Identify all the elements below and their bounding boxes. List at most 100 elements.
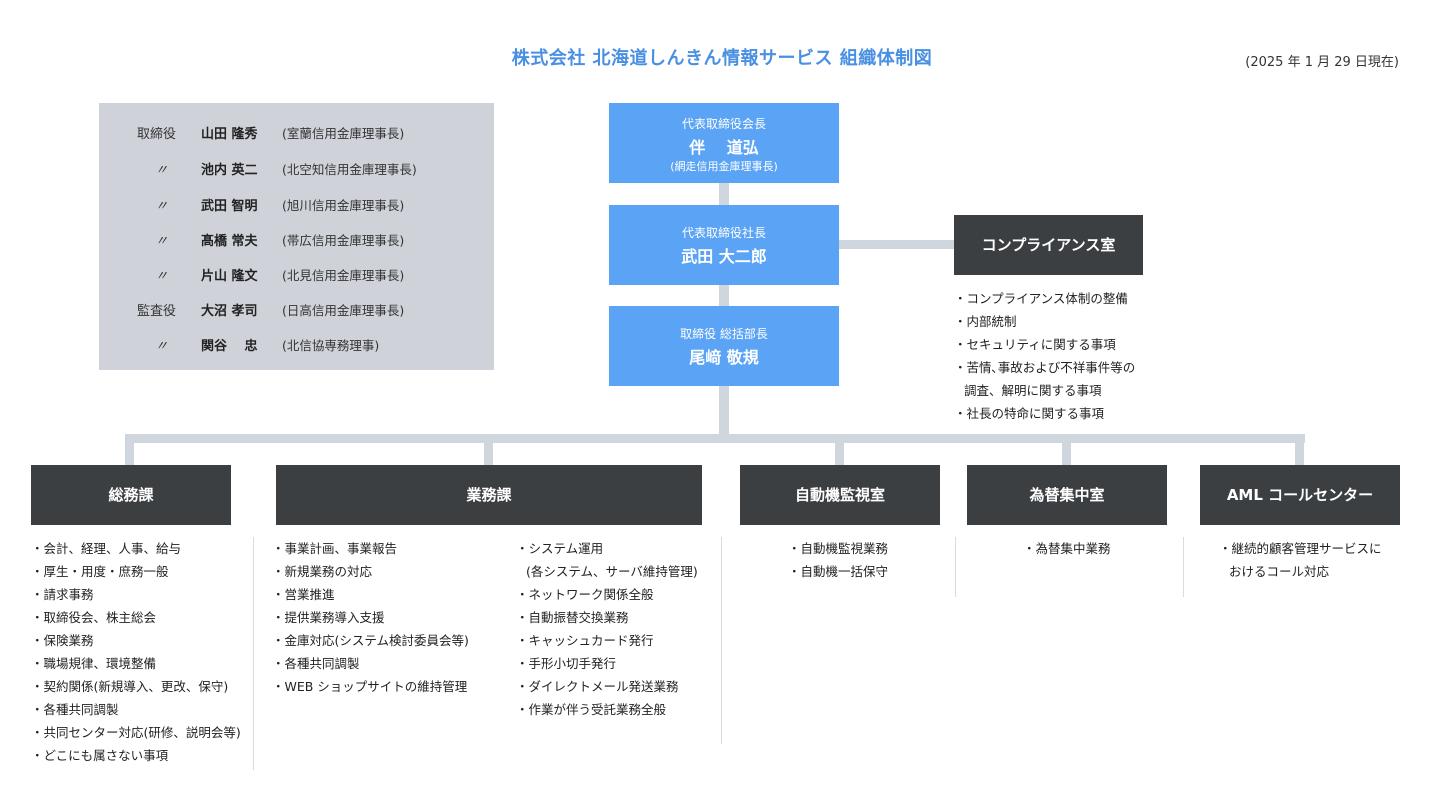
list-item: ・作業が伴う受託業務全般 xyxy=(516,702,667,717)
somu-section-box: 総務課 xyxy=(31,465,231,525)
director-role: 監査役 xyxy=(137,304,177,319)
atm-monitoring-box: 自動機監視室 xyxy=(740,465,940,525)
list-item: ・どこにも属さない事項 xyxy=(31,748,169,763)
director-name: 関谷 忠 xyxy=(201,339,258,354)
list-item: ・契約関係(新規導入、更改、保守) xyxy=(31,679,229,694)
compliance-duties-list: ・コンプライアンス体制の整備 ・内部統制 ・セキュリティに関する事項 ・苦情､事… xyxy=(954,287,1135,425)
column-divider xyxy=(955,537,956,597)
atm-duties-list: ・自動機監視業務 ・自動機一括保守 xyxy=(788,537,888,583)
list-item: ・ネットワーク関係全般 xyxy=(516,587,654,602)
kawase-center-box: 為替集中室 xyxy=(967,465,1167,525)
list-item: ・ダイレクトメール発送業務 xyxy=(516,679,679,694)
chairman-box: 代表取締役会長 伴 道弘 (網走信用金庫理事長) xyxy=(609,103,839,183)
somu-duties-list: ・会計、経理、人事、給与 ・厚生・用度・庶務一般 ・請求事務 ・取締役会、株主総… xyxy=(31,537,241,767)
director-role: 〃 xyxy=(155,163,169,178)
director-row: 〃 髙橋 常夫 (帯広信用金庫理事長) xyxy=(99,230,494,250)
list-item: ・共同センター対応(研修、説明会等) xyxy=(31,725,241,740)
list-item: 調査、解明に関する事項 xyxy=(964,383,1102,398)
aml-call-center-box: AML コールセンター xyxy=(1200,465,1400,525)
director-affiliation: (室蘭信用金庫理事長) xyxy=(282,126,405,141)
director-row: 〃 関谷 忠 (北信協専務理事) xyxy=(99,335,494,355)
president-title: 代表取締役社長 xyxy=(681,226,766,240)
gyomu-duties-list-right: ・システム運用 (各システム、サーバ維持管理) ・ネットワーク関係全般 ・自動振… xyxy=(516,537,698,721)
list-item: ・継続的顧客管理サービスに xyxy=(1219,541,1382,556)
chairman-name: 伴 道弘 xyxy=(689,138,759,157)
list-item: ・内部統制 xyxy=(954,314,1017,329)
list-item: ・WEB ショップサイトの維持管理 xyxy=(272,679,468,694)
list-item: ・為替集中業務 xyxy=(1023,541,1111,556)
column-divider xyxy=(721,537,722,744)
director-role: 〃 xyxy=(155,234,169,249)
list-item: ・職場規律、環境整備 xyxy=(31,656,157,671)
list-item: ・取締役会、株主総会 xyxy=(31,610,157,625)
column-divider xyxy=(253,537,254,770)
director-name: 髙橋 常夫 xyxy=(201,234,258,249)
director-row: 〃 武田 智明 (旭川信用金庫理事長) xyxy=(99,195,494,215)
list-item: ・自動機監視業務 xyxy=(788,541,889,556)
list-item: ・保険業務 xyxy=(31,633,94,648)
list-item: ・厚生・用度・庶務一般 xyxy=(31,564,169,579)
connector-gyomu xyxy=(484,434,493,466)
gyomu-duties-list-left: ・事業計画、事業報告 ・新規業務の対応 ・営業推進 ・提供業務導入支援 ・金庫対… xyxy=(272,537,469,698)
director-name: 山田 隆秀 xyxy=(201,127,258,142)
list-item: おけるコール対応 xyxy=(1229,564,1330,579)
list-item: ・営業推進 xyxy=(272,587,335,602)
general-manager-box: 取締役 総括部長 尾﨑 敬規 xyxy=(609,306,839,386)
connector-compliance xyxy=(839,240,954,249)
connector-kawase xyxy=(1062,434,1071,466)
list-item: ・各種共同調製 xyxy=(31,702,119,717)
director-row: 〃 片山 隆文 (北見信用金庫理事長) xyxy=(99,265,494,285)
connector-somu xyxy=(125,434,134,466)
director-affiliation: (日高信用金庫理事長) xyxy=(282,303,405,318)
directors-panel: 取締役 山田 隆秀 (室蘭信用金庫理事長) 〃 池内 英二 (北空知信用金庫理事… xyxy=(99,103,494,370)
director-role: 〃 xyxy=(155,199,169,214)
director-role: 〃 xyxy=(155,269,169,284)
director-row: 取締役 山田 隆秀 (室蘭信用金庫理事長) xyxy=(99,123,494,143)
list-item: ・コンプライアンス体制の整備 xyxy=(954,291,1128,306)
general-manager-title: 取締役 総括部長 xyxy=(680,327,768,341)
list-item: ・セキュリティに関する事項 xyxy=(954,337,1116,352)
list-item: ・会計、経理、人事、給与 xyxy=(31,541,182,556)
kawase-duties-list: ・為替集中業務 xyxy=(1023,537,1111,560)
director-affiliation: (旭川信用金庫理事長) xyxy=(282,198,405,213)
list-item: ・請求事務 xyxy=(31,587,94,602)
director-row: 〃 池内 英二 (北空知信用金庫理事長) xyxy=(99,159,494,179)
director-affiliation: (北空知信用金庫理事長) xyxy=(282,162,417,177)
column-divider xyxy=(1183,537,1184,597)
list-item: ・自動機一括保守 xyxy=(788,564,889,579)
as-of-date: (2025 年 1 月 29 日現在) xyxy=(1245,55,1399,70)
director-row: 監査役 大沼 孝司 (日高信用金庫理事長) xyxy=(99,300,494,320)
list-item: ・金庫対応(システム検討委員会等) xyxy=(272,633,469,648)
compliance-office-box: コンプライアンス室 xyxy=(954,215,1143,275)
director-role: 取締役 xyxy=(137,127,177,142)
connector-aml xyxy=(1295,434,1304,466)
list-item: ・新規業務の対応 xyxy=(272,564,373,579)
list-item: (各システム、サーバ維持管理) xyxy=(526,564,698,579)
director-name: 池内 英二 xyxy=(201,163,258,178)
list-item: ・自動振替交換業務 xyxy=(516,610,629,625)
list-item: ・社長の特命に関する事項 xyxy=(954,406,1105,421)
list-item: ・システム運用 xyxy=(516,541,604,556)
gyomu-section-box: 業務課 xyxy=(276,465,702,525)
chairman-title: 代表取締役会長 xyxy=(681,117,766,131)
list-item: ・各種共同調製 xyxy=(272,656,360,671)
director-name: 武田 智明 xyxy=(201,199,258,214)
page-title: 株式会社 北海道しんきん情報サービス 組織体制図 xyxy=(511,48,933,69)
list-item: ・苦情､事故および不祥事件等の xyxy=(954,360,1136,375)
list-item: ・キャッシュカード発行 xyxy=(516,633,654,648)
list-item: ・手形小切手発行 xyxy=(516,656,617,671)
general-manager-name: 尾﨑 敬規 xyxy=(689,348,759,367)
president-box: 代表取締役社長 武田 大二郎 xyxy=(609,205,839,285)
list-item: ・事業計画、事業報告 xyxy=(272,541,398,556)
director-role: 〃 xyxy=(155,339,169,354)
director-affiliation: (帯広信用金庫理事長) xyxy=(282,233,405,248)
list-item: ・提供業務導入支援 xyxy=(272,610,385,625)
president-name: 武田 大二郎 xyxy=(681,247,767,266)
aml-duties-list: ・継続的顧客管理サービスに おけるコール対応 xyxy=(1219,537,1382,583)
director-name: 片山 隆文 xyxy=(201,269,258,284)
connector-horizontal-bus xyxy=(125,434,1305,443)
director-affiliation: (北信協専務理事) xyxy=(282,338,380,353)
director-name: 大沼 孝司 xyxy=(201,304,258,319)
connector-atm xyxy=(835,434,844,466)
chairman-affiliation: (網走信用金庫理事長) xyxy=(670,160,778,173)
